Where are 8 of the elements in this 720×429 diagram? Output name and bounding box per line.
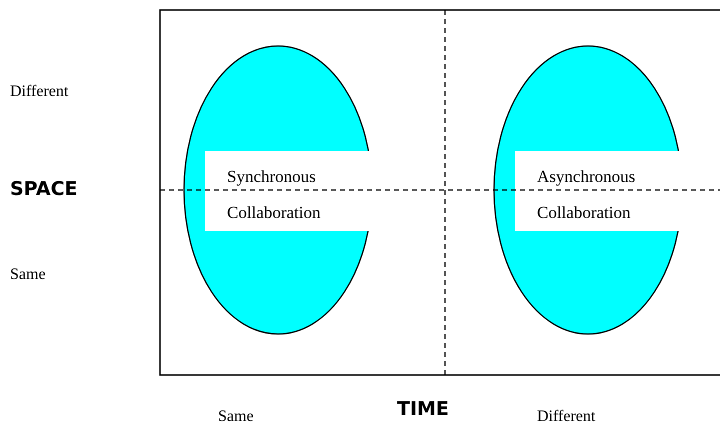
text-label: Synchronous Collaboration (205, 151, 373, 231)
axis-label: Same (10, 266, 46, 284)
text-label: Asynchronous Collaboration (515, 151, 683, 231)
axis-label: Different (10, 83, 68, 101)
axis-title: SPACE (10, 178, 78, 200)
axis-title: TIME (397, 398, 449, 420)
axis-label: Different (537, 408, 596, 426)
axis-label: Same (218, 408, 254, 426)
